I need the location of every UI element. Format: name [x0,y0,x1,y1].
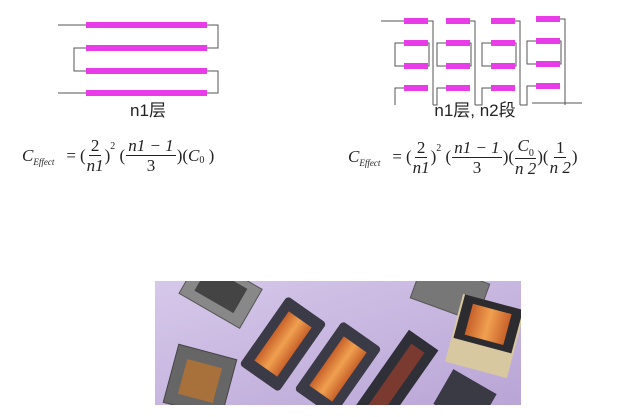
c-symbol: C [22,145,34,165]
equals: = [392,147,402,166]
section-winding-bar [404,63,428,69]
sectioned-winding-wires [381,18,582,106]
transformers-photo [155,281,521,405]
section-winding-bar [491,18,515,24]
section-winding-bar [536,16,560,22]
section-winding-bar [491,85,515,91]
winding-layer-bar [86,22,207,28]
section-winding-bar [491,40,515,46]
c0-symbol: C [188,145,200,165]
section-winding-bar [446,85,470,91]
winding-diagrams [58,16,582,106]
c0-subscript: 0 [199,155,205,166]
winding-layer-bar [86,45,207,51]
layer-winding-diagram [58,24,219,94]
winding-layer-bar [86,90,207,96]
section-winding-bar [536,38,560,44]
caption-layers-sections: n1层, n2段 [434,101,516,120]
section-winding-bar [404,18,428,24]
c-symbol: C [348,147,360,166]
section-winding-bar [446,40,470,46]
section-winding-bar [404,40,428,46]
section-winding-bar [446,18,470,24]
winding-layer-bar [86,68,207,74]
effect-subscript: Effect [33,156,55,167]
section-winding-bar [536,61,560,67]
section-winding-bar [404,85,428,91]
exponent: 2 [110,141,116,152]
section-winding-bar [536,83,560,89]
section-winding-bar [491,63,515,69]
exponent: 2 [436,142,442,154]
equals: = [66,145,76,165]
section-winding-bar [446,63,470,69]
caption-layers: n1层 [130,101,166,120]
effect-subscript: Effect [359,158,381,168]
